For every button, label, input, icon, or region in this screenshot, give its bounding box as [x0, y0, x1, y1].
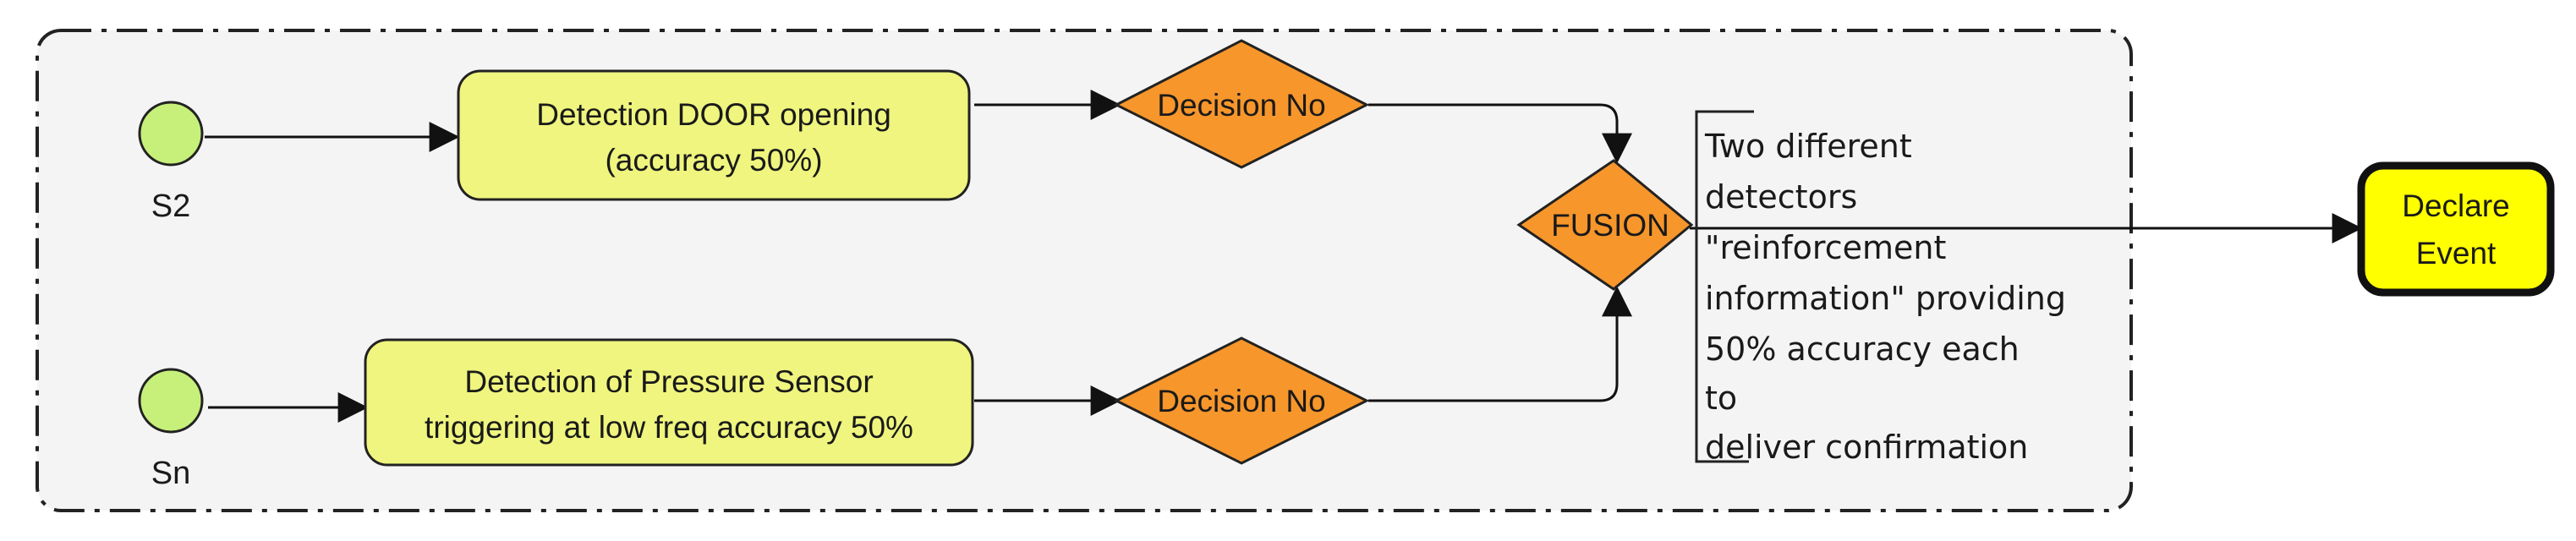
task-door-line-2: (accuracy 50%): [605, 143, 822, 178]
task-door-detection: [457, 69, 971, 201]
task-pressure-line-2: triggering at low freq accuracy 50%: [425, 410, 913, 445]
fusion-gateway-label: FUSION: [1551, 208, 1669, 243]
start-event-sn-label: Sn: [151, 456, 190, 491]
decision-gateway-1-label: Decision No: [1157, 88, 1325, 123]
annotation-line-7: deliver confirmation: [1705, 429, 2028, 466]
start-event-s2: [138, 101, 204, 167]
annotation-line-1: Two different: [1704, 128, 1912, 165]
task-pressure-line-1: Detection of Pressure Sensor: [464, 364, 873, 399]
end-event-line-1: Declare: [2402, 189, 2510, 223]
decision-gateway-2-label: Decision No: [1157, 384, 1325, 418]
end-event-declare: [2357, 161, 2555, 297]
annotation-line-3: "reinforcement: [1705, 229, 1946, 266]
start-event-s2-label: S2: [151, 189, 190, 224]
annotation-line-2: detectors: [1705, 178, 1857, 216]
flow-decision-2-to-fusion: [1368, 286, 1632, 402]
start-event-sn: [138, 368, 204, 434]
decision-gateway-2: [1113, 336, 1370, 465]
flow-decision-1-to-fusion: [1368, 103, 1632, 164]
decision-gateway-1: [1113, 39, 1370, 169]
end-event-line-2: Event: [2416, 236, 2497, 270]
task-pressure-detection: [364, 338, 974, 467]
annotation-line-5: 50% accuracy each: [1705, 331, 2020, 368]
task-door-line-1: Detection DOOR opening: [536, 97, 891, 132]
annotation-line-4: information" providing: [1705, 280, 2066, 317]
connectors: [205, 90, 2363, 423]
annotation-bracket: [1695, 110, 1754, 463]
fusion-gateway: [1516, 159, 1694, 291]
annotation-line-6: to: [1705, 380, 1737, 417]
